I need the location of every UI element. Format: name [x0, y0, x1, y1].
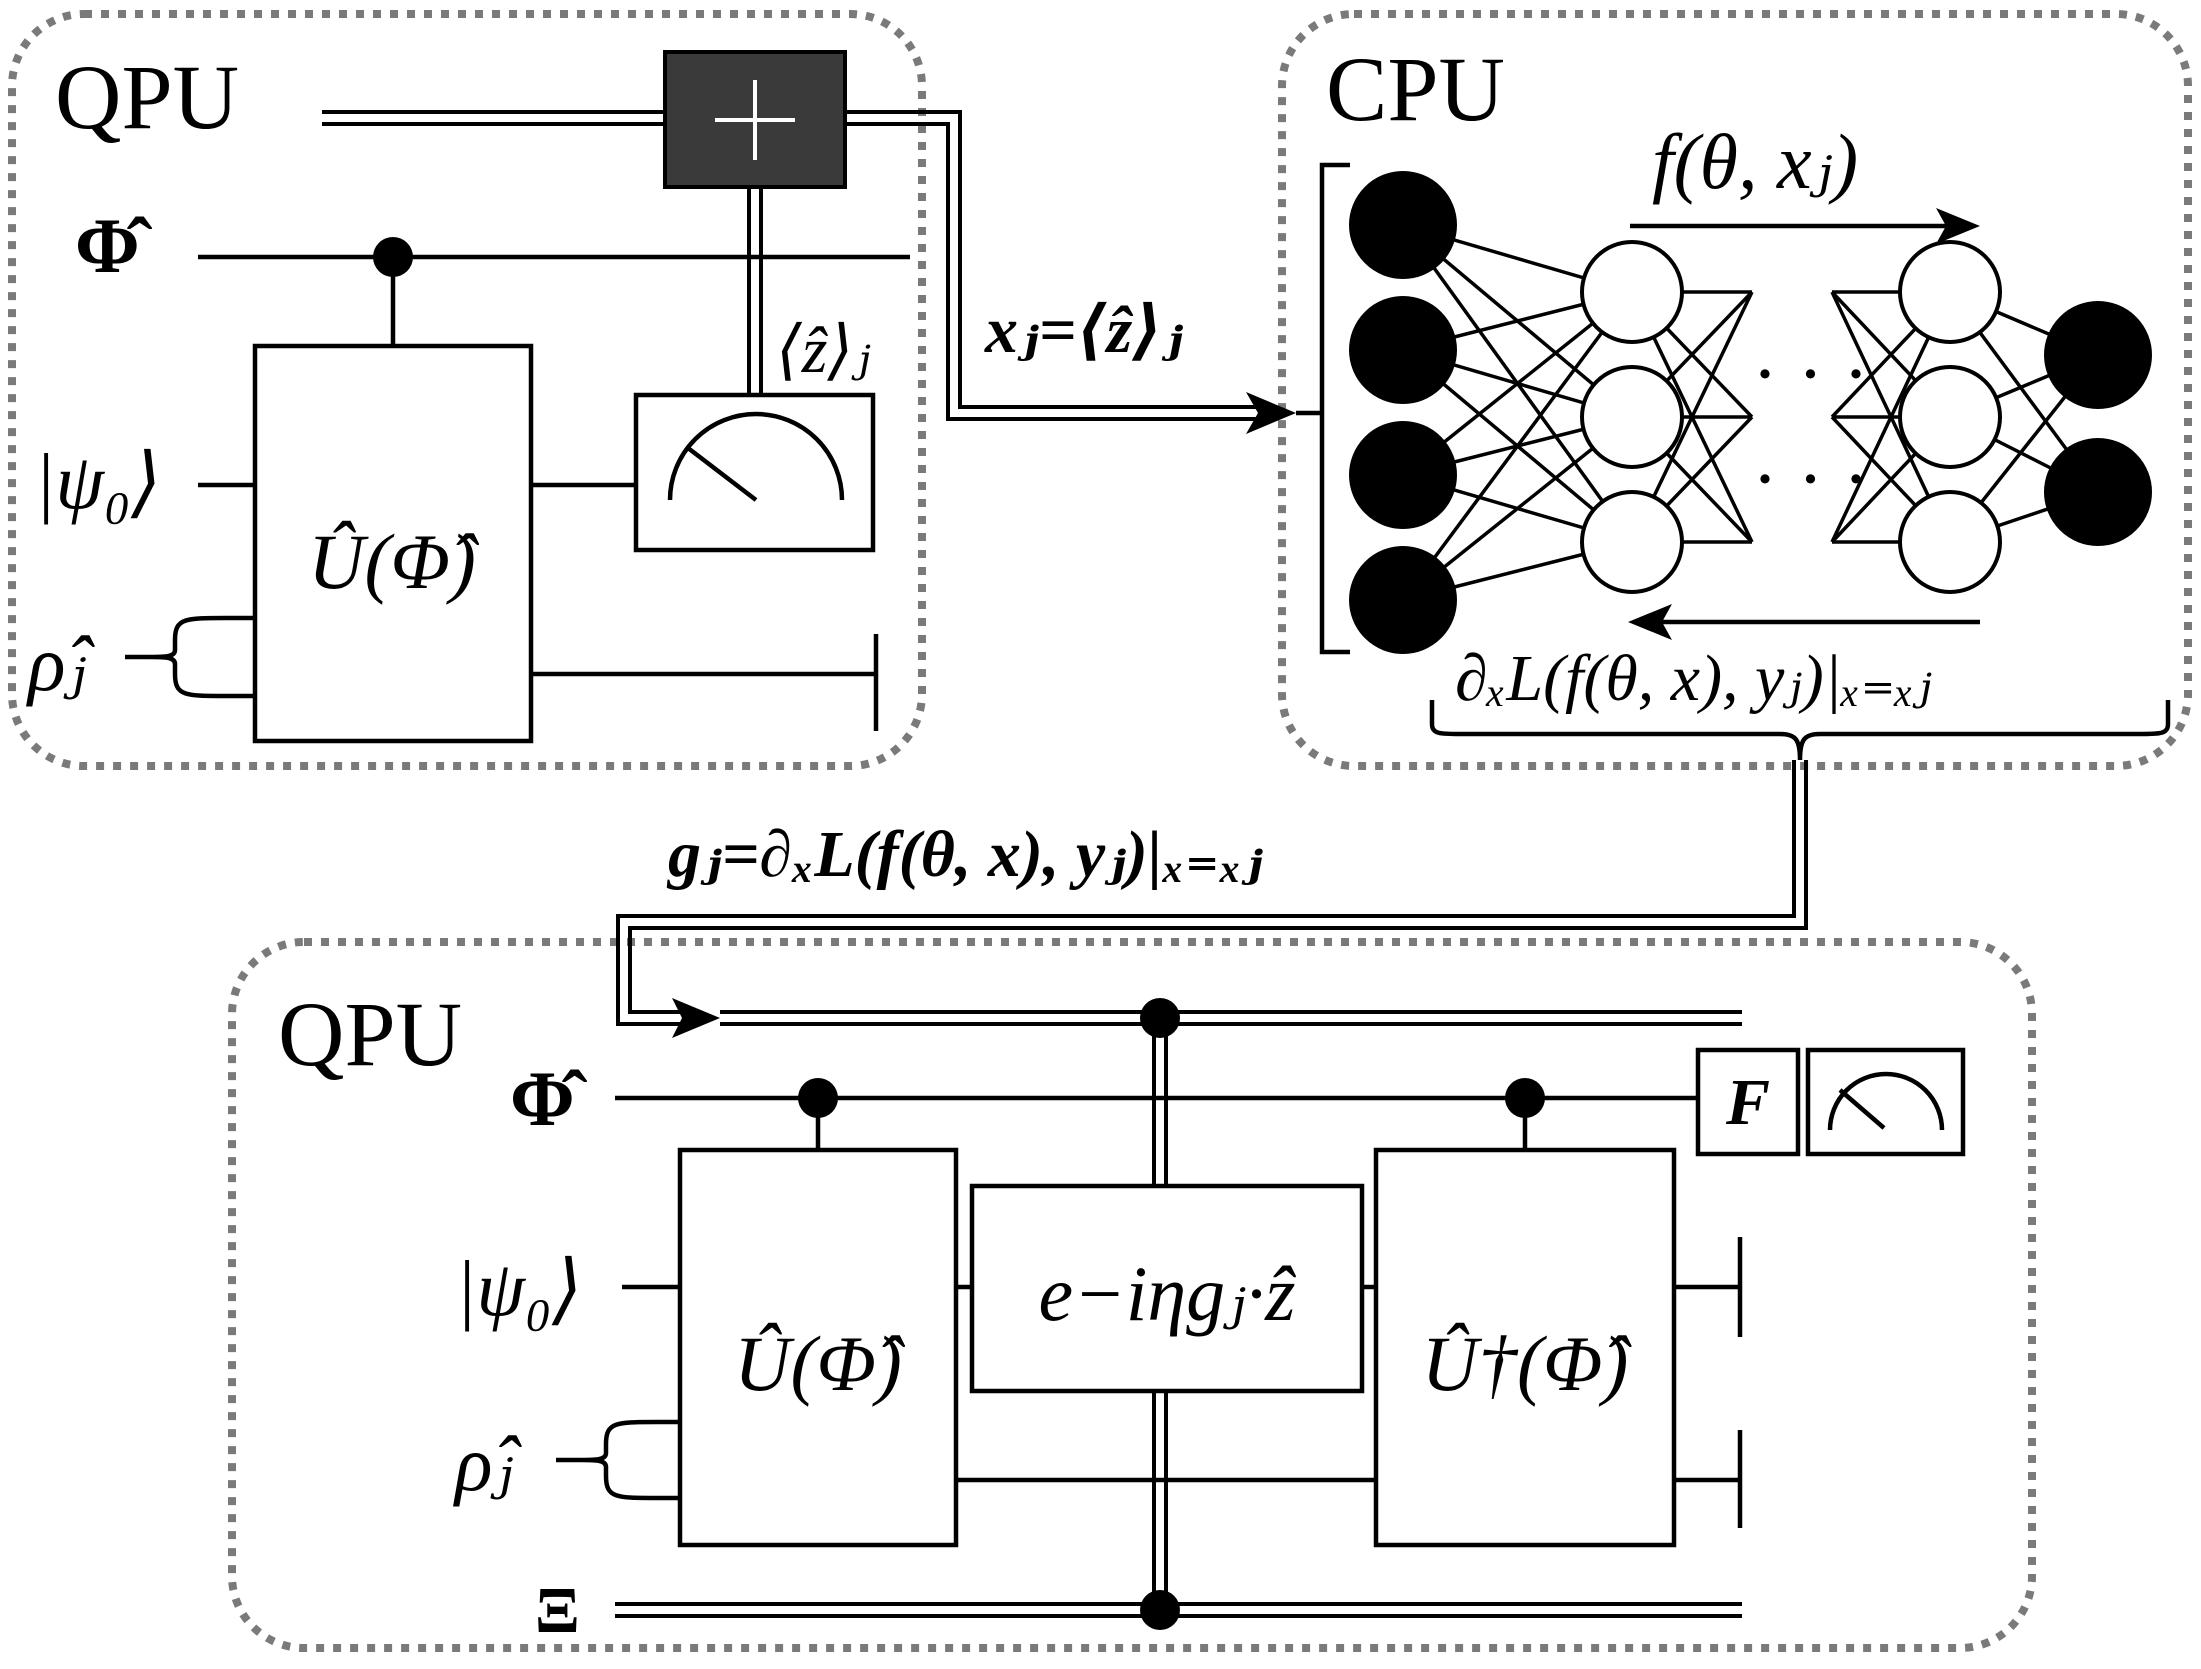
top-meter-needle	[686, 446, 758, 502]
bottom-rho-brace	[556, 1419, 658, 1501]
nn-node-layer1-0	[1580, 240, 1684, 344]
nn-node-layer0-2	[1349, 421, 1457, 529]
bottom-udag-box	[1373, 1147, 1677, 1548]
bottom-meter-needle	[1838, 1088, 1886, 1130]
top-unitary-box	[252, 343, 534, 744]
nn-node-layer0-1	[1349, 296, 1457, 404]
link-to-bottom-label: gⱼ=∂ₓL(f(θ, x), yⱼ)|ₓ₌ₓⱼ	[666, 818, 1263, 891]
gradient-brace	[1429, 700, 2171, 761]
cpu-panel	[1278, 10, 2192, 770]
forward-label: f(θ, xⱼ)	[1652, 118, 1858, 205]
nn-node-layer2-0	[1898, 240, 2002, 344]
top-meter-arc	[667, 411, 845, 501]
link-to-cpu-b	[845, 122, 1270, 421]
top-expectation-label: ⟨ẑ⟩ⱼ	[776, 314, 871, 387]
nn-node-layer2-2	[1898, 490, 2002, 594]
link-to-cpu-arrow	[1246, 392, 1296, 434]
bottom-xi-label: Ξ	[535, 1574, 580, 1647]
bottom-unitary-label: Û(Φ̂)	[734, 1320, 906, 1407]
f-gate-box	[1695, 1047, 1801, 1157]
link-to-bottom-arrow	[672, 998, 720, 1038]
link-to-bottom-b	[628, 760, 1808, 1014]
nn-edge-0-1-3-0	[1401, 290, 1634, 602]
cpu-title: CPU	[1326, 38, 1505, 140]
top-unitary-label: Û(Φ̂)	[308, 518, 480, 605]
bottom-qpu-title: QPU	[278, 983, 462, 1085]
link-to-cpu-a	[845, 110, 1270, 409]
nn-ellipsis-top: · · ·	[1752, 330, 1869, 417]
top-qpu-title: QPU	[55, 46, 239, 148]
nn-node-layer2-1	[1898, 365, 2002, 469]
nn-node-layer0-0	[1349, 171, 1457, 279]
nn-node-layer3-0	[2044, 301, 2152, 409]
bottom-udag-label: Û†(Φ̂)	[1422, 1320, 1633, 1407]
top-rho-label: ρ̂ⱼ	[26, 620, 95, 707]
exp-gate-label: e−iηgⱼ·ẑ	[1038, 1250, 1296, 1337]
nn-node-layer1-1	[1580, 365, 1684, 469]
bottom-psi-label: |ψ₀⟩	[455, 1245, 582, 1332]
exp-gate-box	[969, 1183, 1365, 1394]
top-phi-label: Φ̂	[75, 202, 153, 289]
nn-ellipsis-bottom: · · ·	[1752, 435, 1869, 522]
nn-node-layer1-2	[1580, 490, 1684, 594]
bottom-top-control-dot	[1140, 998, 1180, 1038]
nn-nodes	[1349, 171, 2152, 654]
bottom-qpu-panel	[228, 938, 2036, 1652]
bottom-unitary-box	[677, 1147, 959, 1548]
nn-node-layer3-1	[2044, 438, 2152, 546]
link-to-bottom-a	[616, 760, 1796, 1026]
forward-arrow-head	[1936, 208, 1980, 244]
backward-label: ∂ₓL(f(θ, x), yⱼ)|ₓ₌ₓⱼ	[1455, 642, 1932, 715]
cpu-input-bracket	[1296, 162, 1350, 655]
top-rho-brace	[125, 615, 227, 699]
bottom-meter-box	[1805, 1047, 1966, 1157]
link-to-cpu-label: xⱼ=⟨ẑ⟩ⱼ	[984, 294, 1183, 367]
backward-arrow-head	[1628, 604, 1672, 640]
top-psi-label: |ψ₀⟩	[34, 438, 161, 525]
bottom-phi-label: Φ̂	[510, 1055, 588, 1142]
bottom-meter-arc	[1827, 1071, 1945, 1131]
nn-node-layer0-3	[1349, 546, 1457, 654]
bottom-xi-control-dot	[1140, 1590, 1180, 1630]
bottom-rho-label: ρ̂ⱼ	[453, 1420, 522, 1507]
f-gate-label: F	[1725, 1066, 1770, 1139]
